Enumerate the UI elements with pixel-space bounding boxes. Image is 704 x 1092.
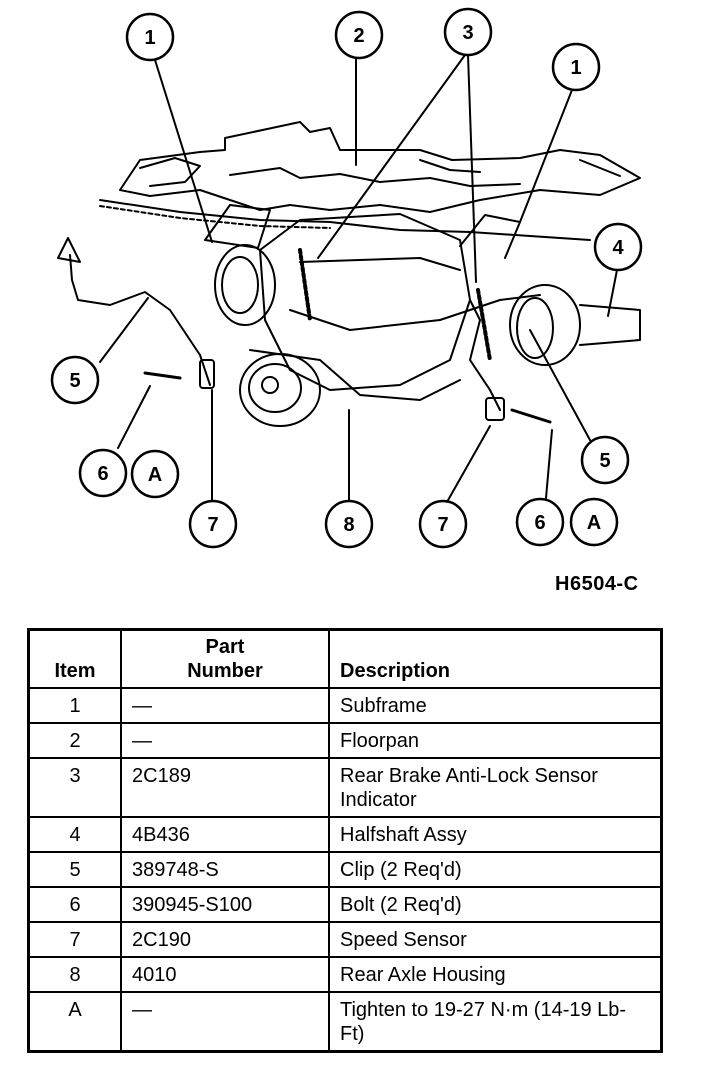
cell-part-number: — (120, 991, 330, 1053)
callout-a-left: A (148, 464, 162, 486)
cell-description: Speed Sensor (328, 921, 663, 958)
cell-part-number: 4B436 (120, 816, 330, 853)
table-row: 5 389748-S Clip (2 Req'd) (27, 851, 663, 888)
table-header-row: Item Part Number Description (27, 628, 663, 689)
pinion-flange-drawing (239, 353, 321, 427)
cell-description: Rear Axle Housing (328, 956, 663, 993)
cell-description: Clip (2 Req'd) (328, 851, 663, 888)
cell-description: Floorpan (328, 722, 663, 759)
header-part-number: Part Number (120, 628, 330, 689)
cell-part-number: 2C189 (120, 757, 330, 818)
table-row: 3 2C189 Rear Brake Anti-Lock Sensor Indi… (27, 757, 663, 818)
header-part-number-line1: Part (205, 636, 245, 658)
table-row: 6 390945-S100 Bolt (2 Req'd) (27, 886, 663, 923)
callout-3: 3 (462, 22, 473, 44)
cell-item: 7 (27, 921, 122, 958)
table-row: 1 — Subframe (27, 687, 663, 724)
cell-part-number: 2C190 (120, 921, 330, 958)
callout-4: 4 (612, 237, 624, 259)
callout-circles (50, 7, 643, 549)
floorpan-drawing (119, 121, 641, 213)
leader-lines (99, 54, 618, 503)
cell-description: Subframe (328, 687, 663, 724)
sensor-wire-drawing (57, 237, 552, 424)
cell-item: 4 (27, 816, 122, 853)
cell-item: 5 (27, 851, 122, 888)
axle-assembly-diagram: 1 2 3 1 4 5 5 6 A 7 8 7 6 A (50, 7, 643, 549)
header-part-number-line2: Number (187, 660, 263, 682)
table-row: 7 2C190 Speed Sensor (27, 921, 663, 958)
figure-code: H6504-C (555, 573, 639, 595)
header-item: Item (27, 628, 122, 689)
cell-part-number: 390945-S100 (120, 886, 330, 923)
cell-part-number: — (120, 722, 330, 759)
callout-8: 8 (343, 514, 354, 536)
subframe-drawing (99, 199, 591, 259)
callout-7-left: 7 (207, 514, 218, 536)
table-row: 2 — Floorpan (27, 722, 663, 759)
cell-item: 8 (27, 956, 122, 993)
callout-6-left: 6 (97, 463, 108, 485)
cell-item: A (27, 991, 122, 1053)
cell-part-number: 389748-S (120, 851, 330, 888)
cell-description: Bolt (2 Req'd) (328, 886, 663, 923)
table-row: 4 4B436 Halfshaft Assy (27, 816, 663, 853)
left-joint-drawing (214, 244, 312, 326)
cell-description: Rear Brake Anti-Lock Sensor Indicator (328, 757, 663, 818)
parts-table: Item Part Number Description 1 — Subfram… (27, 628, 663, 1053)
cell-description: Halfshaft Assy (328, 816, 663, 853)
header-description: Description (328, 628, 663, 689)
table-row: 8 4010 Rear Axle Housing (27, 956, 663, 993)
callout-5-right: 5 (599, 450, 610, 472)
cell-item: 2 (27, 722, 122, 759)
cell-part-number: 4010 (120, 956, 330, 993)
callout-6-right: 6 (534, 512, 545, 534)
callout-2: 2 (353, 25, 364, 47)
cell-part-number: — (120, 687, 330, 724)
callout-1-right: 1 (570, 57, 581, 79)
cell-item: 3 (27, 757, 122, 818)
halfshaft-drawing (476, 284, 641, 366)
cell-description: Tighten to 19-27 N·m (14-19 Lb-Ft) (328, 991, 663, 1053)
table-row: A — Tighten to 19-27 N·m (14-19 Lb-Ft) (27, 991, 663, 1053)
callout-5-left: 5 (69, 370, 80, 392)
cell-item: 6 (27, 886, 122, 923)
cell-item: 1 (27, 687, 122, 724)
callout-7-right: 7 (437, 514, 448, 536)
callout-1: 1 (144, 27, 155, 49)
callout-a-right: A (587, 512, 601, 534)
